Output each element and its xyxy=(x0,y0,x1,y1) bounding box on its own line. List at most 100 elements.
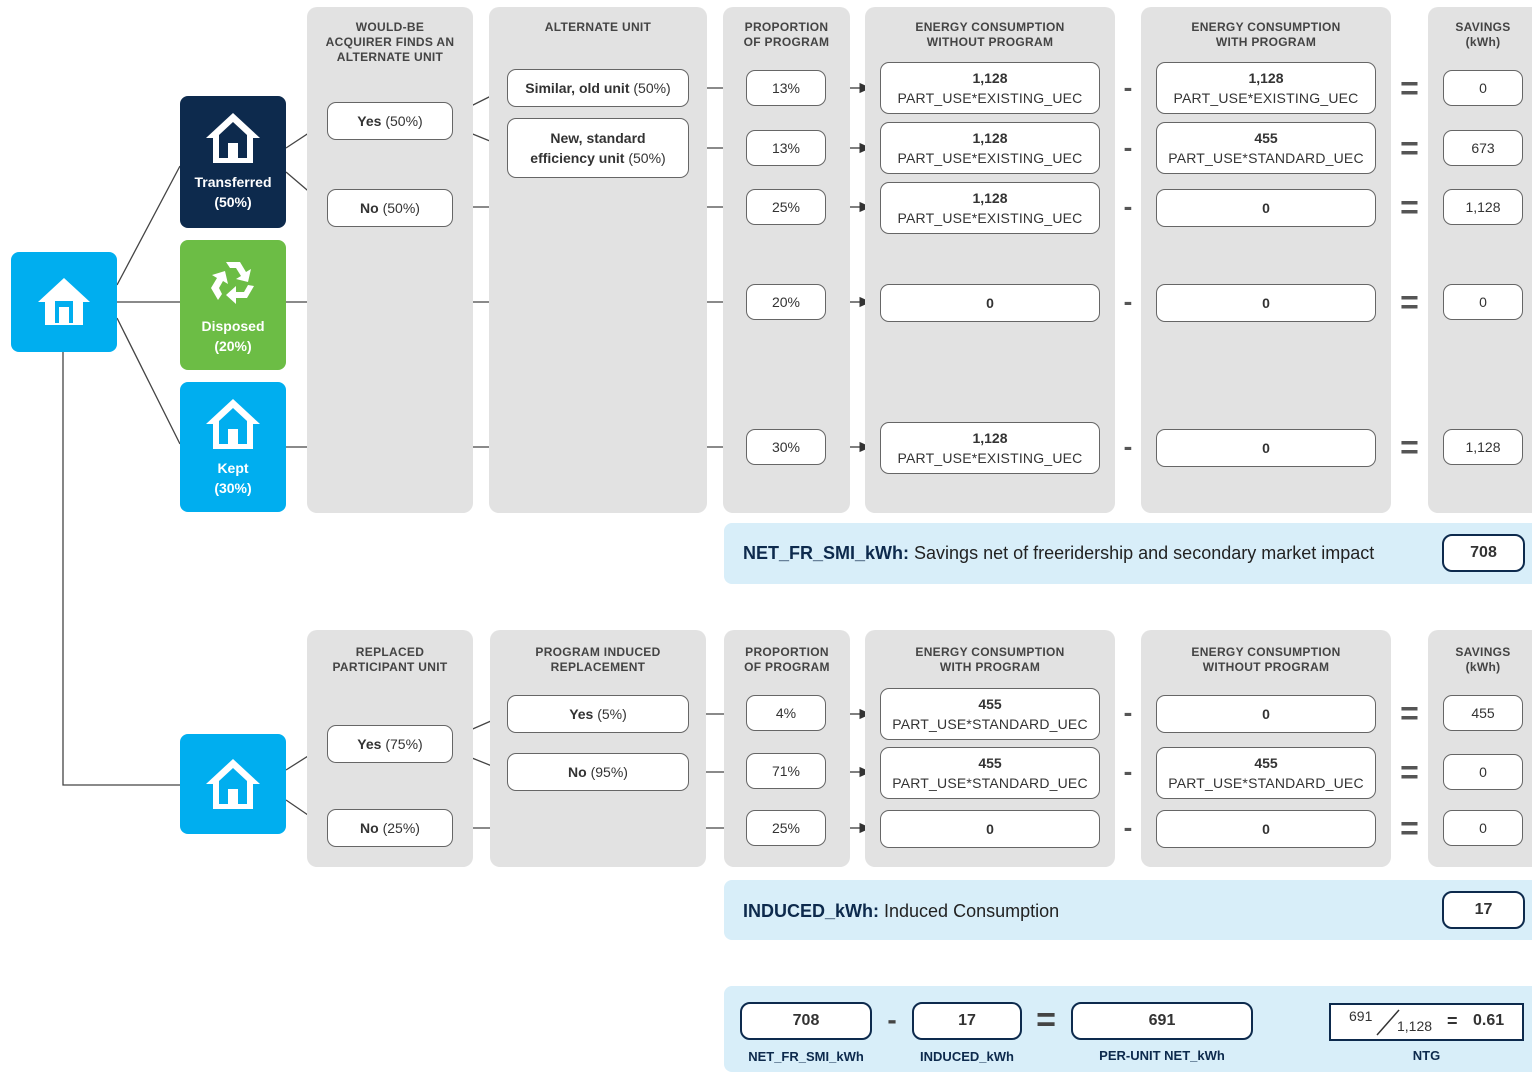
formula-per-unit-net-caption: PER-UNIT NET_kWh xyxy=(1099,1048,1225,1063)
formula-net-fr-smi: 708 xyxy=(740,1002,872,1040)
equals-sign: = xyxy=(1400,810,1419,846)
proportion-value: 13% xyxy=(746,70,826,106)
consumption-with-value: 0 xyxy=(880,810,1100,848)
disposed-house: Disposed (20%) xyxy=(180,240,286,370)
proportion-value: 25% xyxy=(746,810,826,846)
savings-value: 1,128 xyxy=(1443,429,1523,465)
minus-sign: - xyxy=(1123,191,1133,221)
proportion-value: 4% xyxy=(746,695,826,731)
minus-sign: - xyxy=(1123,132,1133,162)
induced-yes: Yes (5%) xyxy=(507,695,689,733)
recycle-icon xyxy=(211,262,254,304)
transferred-label: Transferred xyxy=(194,174,272,190)
minus-sign: - xyxy=(1123,72,1133,102)
net-fr-smi-value: 708 xyxy=(1442,534,1525,572)
similar-old-unit: Similar, old unit (50%) xyxy=(507,69,689,107)
equals-sign: = xyxy=(1400,130,1419,166)
minus-sign: - xyxy=(1123,431,1133,461)
savings-value: 0 xyxy=(1443,70,1523,106)
proportion-value: 20% xyxy=(746,284,826,320)
induced-banner xyxy=(724,880,1532,940)
header-proportion: PROPORTION OF PROGRAM xyxy=(743,20,830,49)
induced-no: No (95%) xyxy=(507,753,689,791)
header-savings: SAVINGS (kWh) xyxy=(1455,645,1511,674)
header-replaced-unit: REPLACED PARTICIPANT UNIT xyxy=(332,645,448,674)
induced-value: 17 xyxy=(1442,891,1525,929)
fraction-slash xyxy=(1376,1009,1400,1036)
savings-value: 0 xyxy=(1443,754,1523,790)
savings-value: 455 xyxy=(1443,695,1523,731)
header-consumption-without: ENERGY CONSUMPTION WITHOUT PROGRAM xyxy=(915,20,1065,49)
consumption-without-value: 0 xyxy=(1156,695,1376,733)
header-induced-replacement: PROGRAM INDUCED REPLACEMENT xyxy=(535,645,661,674)
ntg-value: 0.61 xyxy=(1473,1012,1505,1029)
ntg-caption: NTG xyxy=(1412,1048,1441,1063)
transferred-house: Transferred (50%) xyxy=(180,96,286,228)
header-proportion: PROPORTION OF PROGRAM xyxy=(744,645,830,674)
home-icon xyxy=(206,113,260,163)
consumption-without-value: 0 xyxy=(1156,810,1376,848)
header-consumption-with: ENERGY CONSUMPTION WITH PROGRAM xyxy=(1191,20,1341,49)
net-fr-smi-banner xyxy=(724,523,1532,584)
equals-sign: = xyxy=(1400,70,1419,106)
replaced-yes-branch: Yes (75%) xyxy=(327,725,453,763)
disposed-label: Disposed xyxy=(201,318,265,334)
induced-text: INDUCED_kWh: Induced Consumption xyxy=(743,901,1060,921)
consumption-with-value: 0 xyxy=(1156,429,1376,467)
formula-minus: - xyxy=(887,1004,897,1035)
kept-pct: (30%) xyxy=(214,480,252,496)
equals-sign: = xyxy=(1400,284,1419,320)
savings-value: 0 xyxy=(1443,284,1523,320)
header-would-be-acquirer: WOULD-BE ACQUIRER FINDS AN ALTERNATE UNI… xyxy=(325,20,455,64)
header-alternate-unit: ALTERNATE UNIT xyxy=(544,20,652,34)
savings-value: 1,128 xyxy=(1443,189,1523,225)
minus-sign: - xyxy=(1123,812,1133,842)
home-icon xyxy=(206,399,260,449)
consumption-without-value: 0 xyxy=(880,284,1100,322)
column-induced-replacement xyxy=(490,630,706,867)
kept-house: Kept (30%) xyxy=(180,382,286,512)
replacement-house xyxy=(180,734,286,834)
ntg-equals: = xyxy=(1447,1011,1458,1031)
header-consumption-without: ENERGY CONSUMPTION WITHOUT PROGRAM xyxy=(1191,645,1341,674)
ntg-box: 691 1,128 = 0.61 xyxy=(1329,1003,1524,1041)
kept-label: Kept xyxy=(217,460,249,476)
formula-induced-caption: INDUCED_kWh xyxy=(920,1049,1014,1064)
consumption-with-value: 0 xyxy=(1156,284,1376,322)
consumption-with-value: 0 xyxy=(1156,189,1376,227)
header-consumption-with: ENERGY CONSUMPTION WITH PROGRAM xyxy=(915,645,1065,674)
equals-sign: = xyxy=(1400,695,1419,731)
minus-sign: - xyxy=(1123,756,1133,786)
root-house xyxy=(11,252,117,352)
formula-induced: 17 xyxy=(912,1002,1022,1040)
transferred-pct: (50%) xyxy=(214,194,252,210)
proportion-value: 13% xyxy=(746,130,826,166)
proportion-value: 30% xyxy=(746,429,826,465)
savings-value: 673 xyxy=(1443,130,1523,166)
ntg-denominator: 1,128 xyxy=(1397,1018,1433,1034)
home-icon xyxy=(38,278,90,325)
formula-per-unit-net: 691 xyxy=(1071,1002,1253,1040)
replaced-no-branch: No (25%) xyxy=(327,809,453,847)
equals-sign: = xyxy=(1400,429,1419,465)
no-branch: No (50%) xyxy=(327,189,453,227)
minus-sign: - xyxy=(1123,697,1133,727)
yes-branch: Yes (50%) xyxy=(327,102,453,140)
ntg-numerator: 691 xyxy=(1349,1008,1373,1024)
formula-equals: = xyxy=(1036,1001,1056,1039)
column-would-be-acquirer xyxy=(307,7,473,513)
net-fr-smi-text: NET_FR_SMI_kWh: Savings net of freerider… xyxy=(743,543,1375,563)
equals-sign: = xyxy=(1400,754,1419,790)
proportion-value: 71% xyxy=(746,753,826,789)
header-savings: SAVINGS (kWh) xyxy=(1455,20,1511,49)
savings-value: 0 xyxy=(1443,810,1523,846)
